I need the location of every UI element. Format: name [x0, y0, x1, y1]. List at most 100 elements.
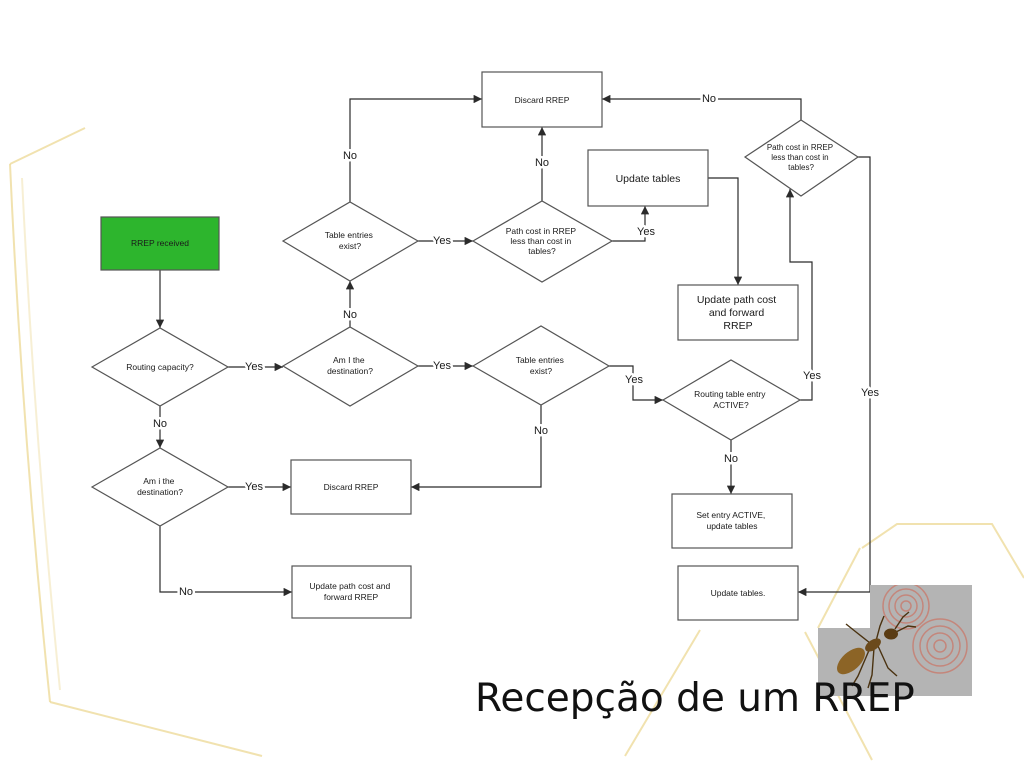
process-box	[677, 565, 799, 621]
edge-label-active-yes: Yes	[803, 370, 821, 382]
node-label: Table entries exist?	[516, 355, 567, 376]
logo-background	[818, 585, 972, 696]
decision-path-cost-right: Path cost in RREP less than cost in tabl…	[743, 119, 860, 197]
node-label: Am i the destination?	[137, 476, 183, 497]
process-box	[291, 565, 412, 619]
decor-line	[861, 523, 1024, 579]
node-label-line: Table entries	[325, 230, 373, 240]
node-label-line: Routing capacity?	[126, 362, 194, 372]
node-label-line: exist?	[530, 366, 552, 376]
slide-title: Recepção de um RREP	[475, 676, 915, 721]
edge-label-capacity-no: No	[153, 418, 167, 430]
connector-active-yes	[785, 189, 813, 401]
decision-path-cost-middle: Path cost in RREP less than cost in tabl…	[471, 200, 614, 283]
decision-am-i-destination-lower: Am i the destination?	[90, 447, 230, 527]
node-label-line: RREP received	[131, 238, 189, 248]
node-label-line: Path cost in RREP	[767, 143, 833, 152]
node-label-line: and forward	[709, 307, 765, 319]
decision-table-entries-middle: Table entries exist?	[471, 325, 611, 406]
decision-table-entries-upper: Table entries exist?	[281, 201, 420, 282]
node-label: Discard RREP	[324, 482, 379, 492]
background-decor	[9, 127, 1024, 761]
ring	[933, 639, 947, 653]
decision-diamond	[471, 200, 614, 283]
node-label: Path cost in RREP less than cost in tabl…	[506, 226, 579, 256]
process-box	[677, 284, 799, 341]
decision-diamond	[90, 327, 230, 407]
node-label: Update tables	[616, 173, 681, 185]
edge-label-middle-destination-yes: Yes	[433, 360, 451, 372]
process-box	[587, 149, 709, 207]
decision-diamond	[90, 447, 230, 527]
node-label-line: ACTIVE?	[713, 400, 749, 410]
node-label-line: less than cost in	[510, 236, 571, 246]
edge-label-middle-entries-no: No	[534, 425, 548, 437]
node-label-line: tables?	[528, 246, 556, 256]
node-label-line: destination?	[327, 366, 373, 376]
process-discard-rrep-top: Discard RREP	[481, 71, 603, 128]
decision-diamond	[661, 359, 802, 441]
node-label-line: forward RREP	[324, 592, 379, 602]
ring	[926, 632, 954, 660]
process-box	[671, 493, 793, 549]
decision-diamond	[281, 326, 420, 407]
connector-update-tables-to-forward	[708, 177, 743, 285]
edge-label-middle-path-cost-no: No	[535, 157, 549, 169]
edge-label-right-path-cost-no: No	[702, 93, 716, 105]
node-label: Table entries exist?	[325, 230, 376, 251]
logo-rings	[882, 585, 968, 674]
node-label-line: Am I the	[333, 355, 365, 365]
node-label: Routing table entry ACTIVE?	[694, 389, 768, 410]
edge-label-middle-path-cost-yes: Yes	[637, 226, 655, 238]
node-label-line: Discard RREP	[515, 95, 570, 105]
decor-line	[9, 127, 86, 165]
decor-line	[9, 163, 51, 703]
node-label-line: Table entries	[516, 355, 564, 365]
ring	[919, 625, 961, 667]
decor-line	[49, 701, 263, 757]
start-box	[100, 216, 220, 271]
connector-upper-entries-no	[349, 94, 482, 202]
connector-middle-path-cost-yes	[612, 206, 650, 242]
decision-routing-capacity: Routing capacity?	[90, 327, 230, 407]
edge-label-capacity-yes: Yes	[245, 361, 263, 373]
connector-right-path-cost-no	[602, 94, 802, 120]
node-label: Update tables.	[711, 588, 766, 598]
decision-diamond	[743, 119, 860, 197]
node-label-line: Update tables	[616, 173, 681, 185]
process-update-path-cost-right: Update path cost and forward RREP	[677, 284, 799, 341]
edge-labels: Yes No Yes No No Yes No Yes No Yes Yes N…	[150, 91, 881, 601]
ring	[888, 588, 924, 624]
decor-line	[21, 177, 61, 691]
edge-label-middle-destination-no: No	[343, 309, 357, 321]
ring	[882, 585, 930, 630]
process-box	[481, 71, 603, 128]
process-update-tables-bottom: Update tables.	[677, 565, 799, 621]
ring	[900, 600, 912, 612]
decor-line	[624, 629, 701, 757]
node-rrep-received: RREP received	[100, 216, 220, 271]
node-label-line: Update tables.	[711, 588, 766, 598]
node-label: Update path cost and forward RREP	[309, 581, 392, 602]
node-label: Path cost in RREP less than cost in tabl…	[767, 143, 835, 172]
node-label-line: Path cost in RREP	[506, 226, 577, 236]
connector-middle-entries-yes	[609, 365, 663, 405]
edge-label-lower-destination-no: No	[179, 586, 193, 598]
edge-label-lower-destination-yes: Yes	[245, 481, 263, 493]
edge-label-active-no: No	[724, 453, 738, 465]
node-label-line: update tables	[706, 521, 757, 531]
process-update-tables-top: Update tables	[587, 149, 709, 207]
decor-line	[817, 547, 861, 629]
ant-illustration	[837, 611, 917, 689]
node-label-line: tables?	[788, 163, 814, 172]
process-box	[290, 459, 412, 515]
edge-label-upper-entries-no: No	[343, 150, 357, 162]
connector-middle-entries-no	[411, 405, 542, 492]
node-label-line: destination?	[137, 487, 183, 497]
node-label-line: Am i the	[143, 476, 174, 486]
process-discard-rrep-middle: Discard RREP	[290, 459, 412, 515]
node-label-line: Set entry ACTIVE,	[696, 510, 765, 520]
decision-routing-table-active: Routing table entry ACTIVE?	[661, 359, 802, 441]
node-label-line: RREP	[723, 320, 752, 332]
